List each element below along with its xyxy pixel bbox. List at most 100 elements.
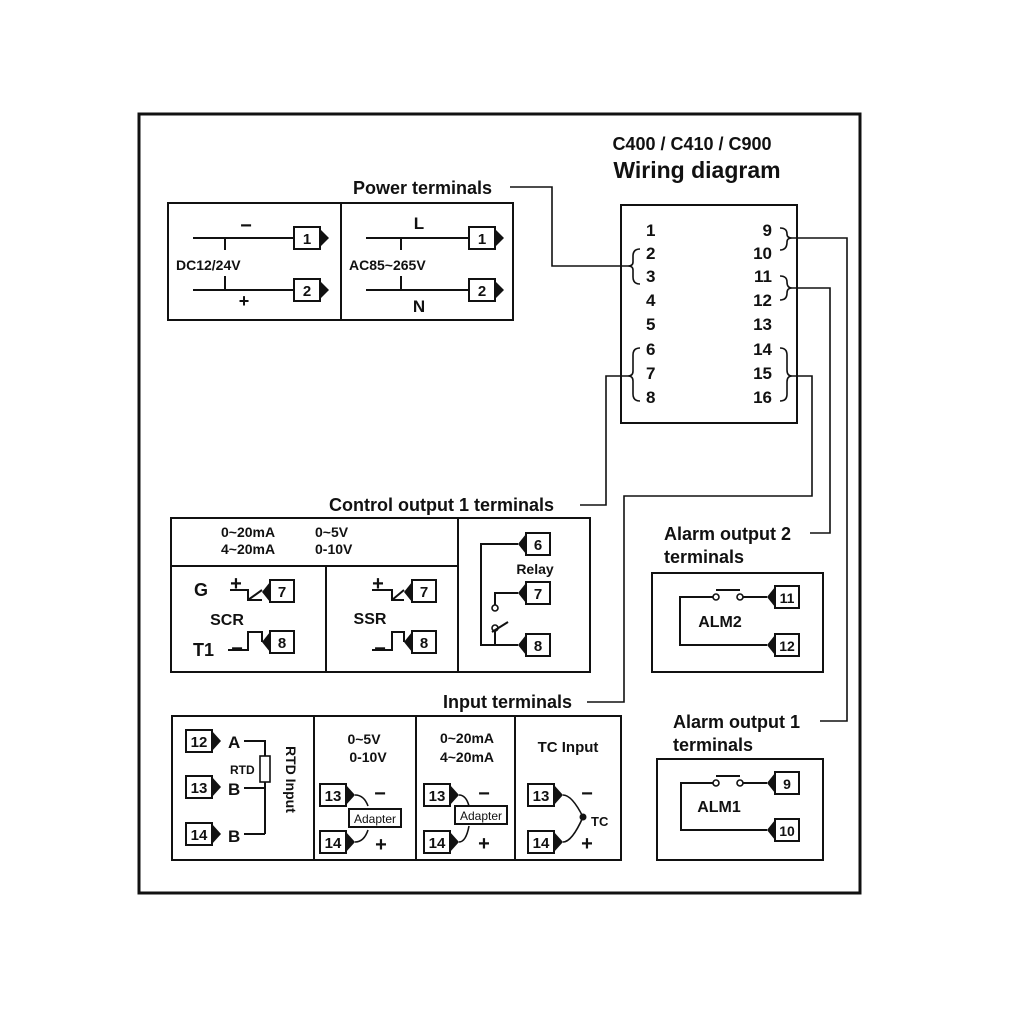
power-ac: L AC85~265V N 1 2 — [349, 214, 504, 316]
terminal-number: 10 — [753, 244, 772, 263]
current-input: 0~20mA 4~20mA 13 14 Adapter − + — [423, 730, 508, 855]
terminal-box — [411, 579, 437, 603]
diagram-title: Wiring diagram — [613, 157, 780, 183]
terminal-box — [525, 532, 551, 556]
wire — [230, 589, 262, 601]
dc-voltage-label: DC12/24V — [176, 257, 241, 273]
tc-input-title: TC Input — [538, 739, 599, 756]
terminal-label: 7 — [420, 584, 428, 601]
alarm2-label-line1: Alarm output 2 — [664, 524, 791, 544]
tc-label: TC — [591, 814, 609, 829]
range-v-2: 0-10V — [315, 541, 353, 557]
rtd-b1: B — [228, 780, 240, 799]
brace-6-8 — [627, 347, 641, 402]
input-terminals-label: Input terminals — [443, 692, 572, 712]
terminal-arrow — [346, 832, 355, 852]
ac-voltage-label: AC85~265V — [349, 257, 426, 273]
ssr-plus: + — [372, 573, 384, 595]
terminal-label: 14 — [429, 835, 446, 852]
terminal-number: 3 — [646, 267, 655, 286]
terminal-arrow — [767, 587, 775, 607]
terminal-arrow — [518, 583, 526, 603]
terminal-arrow — [518, 534, 526, 554]
alarm2-name: ALM2 — [698, 614, 742, 631]
adapter-label: Adapter — [460, 809, 502, 823]
alarm1-box — [656, 758, 824, 861]
wire — [244, 740, 266, 756]
voltage-minus: − — [374, 783, 386, 805]
terminal-number: 15 — [753, 364, 772, 383]
relay-contact — [491, 604, 499, 612]
terminal-label: 8 — [534, 638, 542, 655]
scr-label: SCR — [210, 612, 244, 629]
terminal-block — [620, 204, 798, 424]
terminal-label: 14 — [191, 827, 208, 844]
wire — [354, 794, 369, 807]
wire — [679, 596, 767, 646]
wire — [458, 794, 470, 807]
wire — [562, 794, 584, 818]
power-terminals-label: Power terminals — [353, 178, 492, 198]
adapter-box — [454, 805, 508, 825]
terminal-number: 11 — [754, 267, 772, 286]
wire — [391, 589, 405, 601]
adapter-box — [348, 808, 402, 828]
terminal-arrow — [450, 832, 459, 852]
leader-input — [587, 375, 813, 703]
wire — [494, 592, 518, 605]
terminal-label: 1 — [303, 231, 311, 248]
alarm1-label-line2: terminals — [673, 735, 753, 755]
tc-junction — [579, 813, 587, 821]
ac-n: N — [413, 297, 425, 316]
rtd-input: 12 13 14 A B B RTD RTD Input — [185, 729, 299, 846]
rtd-input-title: RTD Input — [283, 746, 299, 813]
current-range-1: 0~20mA — [440, 730, 494, 746]
scr-plus: + — [230, 573, 242, 595]
brace-9-10 — [779, 227, 793, 251]
terminal-box — [774, 585, 800, 609]
terminal-label: 13 — [533, 788, 550, 805]
terminal-arrow — [212, 731, 221, 751]
brace-14-16 — [779, 347, 793, 402]
terminal-number: 7 — [646, 364, 655, 383]
terminal-box — [774, 771, 800, 795]
terminal-label: 6 — [534, 537, 542, 554]
terminal-number: 4 — [646, 291, 656, 310]
terminal-label: 14 — [533, 835, 550, 852]
terminal-label: 13 — [325, 788, 342, 805]
terminal-arrow — [212, 824, 221, 844]
alarm1-circuit: ALM1 9 10 — [680, 771, 800, 842]
terminal-label: 1 — [478, 231, 486, 248]
terminal-label: 2 — [478, 283, 486, 300]
wire — [372, 631, 405, 651]
terminal-arrow — [212, 777, 221, 797]
terminal-number: 12 — [753, 291, 772, 310]
alarm-contact — [736, 779, 744, 787]
alarm-contact — [712, 779, 720, 787]
terminal-numbers-right: 9 10 11 12 13 14 15 16 — [753, 221, 772, 407]
terminal-arrow — [495, 281, 504, 299]
current-minus: − — [478, 783, 490, 805]
terminal-arrow — [320, 281, 329, 299]
range-ma-1: 0~20mA — [221, 524, 275, 540]
wire — [228, 631, 263, 651]
terminal-box — [269, 630, 295, 654]
terminal-arrow — [450, 785, 459, 805]
power-dc: − DC12/24V + 1 2 — [176, 215, 329, 311]
alarm2-circuit: ALM2 11 12 — [679, 585, 800, 657]
current-range-2: 4~20mA — [440, 749, 494, 765]
wire — [458, 825, 470, 843]
terminal-box — [774, 818, 800, 842]
terminal-number: 2 — [646, 244, 655, 263]
outer-frame — [137, 112, 862, 895]
terminal-box — [411, 630, 437, 654]
terminal-number: 1 — [646, 221, 655, 240]
tc-plus: + — [581, 833, 593, 855]
rtd-b2: B — [228, 827, 240, 846]
control-terminals-label: Control output 1 terminals — [329, 495, 554, 515]
leader-alarm1 — [792, 237, 848, 722]
terminal-arrow — [320, 229, 329, 247]
terminal-label: 10 — [779, 823, 795, 839]
relay-output: Relay 6 7 8 — [480, 532, 554, 657]
